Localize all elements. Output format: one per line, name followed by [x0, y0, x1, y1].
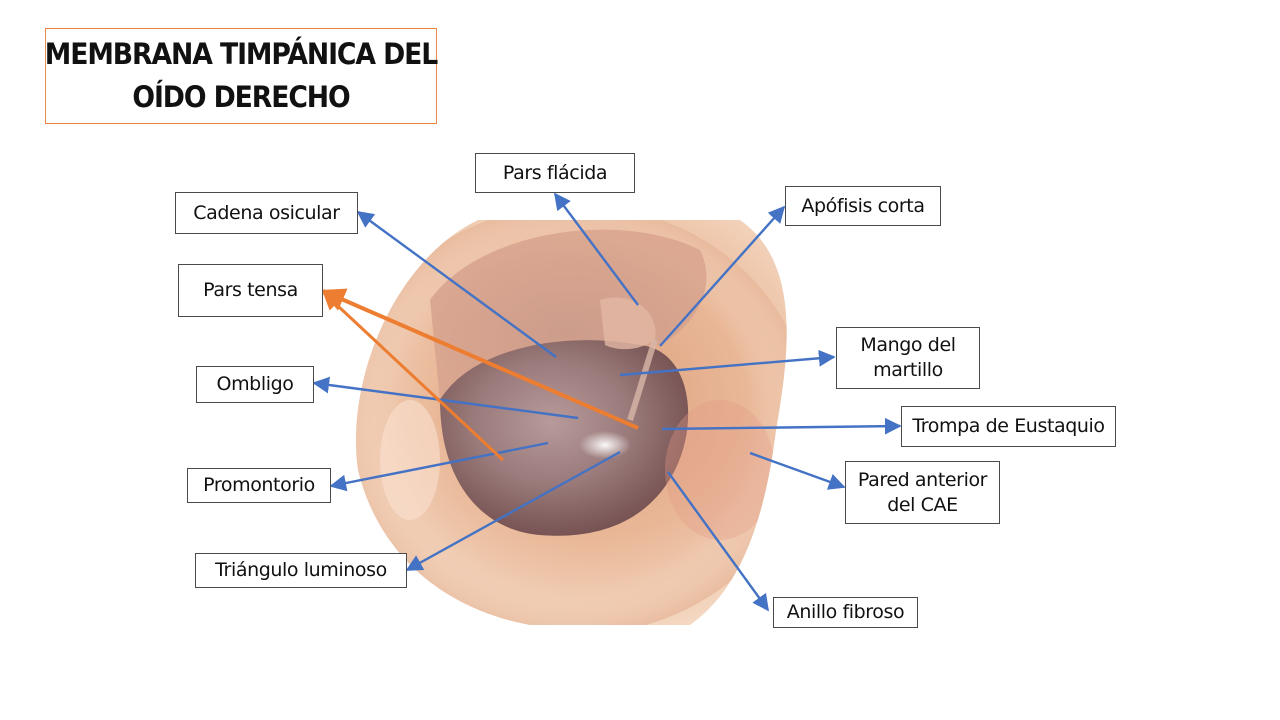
label-pared-anterior-cae: Pared anterior del CAE	[845, 461, 1000, 524]
label-ombligo: Ombligo	[196, 366, 314, 403]
tympanic-membrane-image	[355, 220, 787, 625]
arrow-pared-anterior	[749, 451, 846, 490]
label-pars-tensa: Pars tensa	[178, 264, 323, 317]
label-cadena-osicular: Cadena osicular	[175, 192, 358, 234]
label-mango-martillo: Mango del martillo	[836, 327, 980, 389]
label-apofisis-corta: Apófisis corta	[785, 186, 941, 226]
arrow-triangulo-luminoso	[405, 450, 621, 572]
arrow-cadena-osicular	[356, 211, 557, 358]
arrow-apofisis-corta	[659, 205, 786, 347]
arrow-pars-tensa-1	[320, 288, 639, 430]
label-triangulo-luminoso: Triángulo luminoso	[195, 553, 407, 588]
arrow-anillo-fibroso	[667, 471, 769, 612]
arrow-ombligo	[312, 376, 579, 420]
label-anillo-fibroso: Anillo fibroso	[773, 597, 918, 628]
arrow-pars-flacida	[553, 192, 639, 306]
label-trompa-eustaquio: Trompa de Eustaquio	[901, 406, 1116, 447]
arrow-trompa-eustaquio	[661, 417, 902, 435]
title-line-1: MEMBRANA TIMPÁNICA DEL	[44, 37, 439, 71]
label-pars-flacida: Pars flácida	[475, 153, 635, 193]
arrow-pars-tensa-2	[322, 291, 505, 462]
page-title: MEMBRANA TIMPÁNICA DEL OÍDO DERECHO	[44, 28, 439, 124]
label-promontorio: Promontorio	[187, 468, 331, 503]
title-line-2: OÍDO DERECHO	[132, 80, 350, 114]
arrow-mango-martillo	[619, 349, 836, 377]
arrow-promontorio	[329, 441, 549, 492]
